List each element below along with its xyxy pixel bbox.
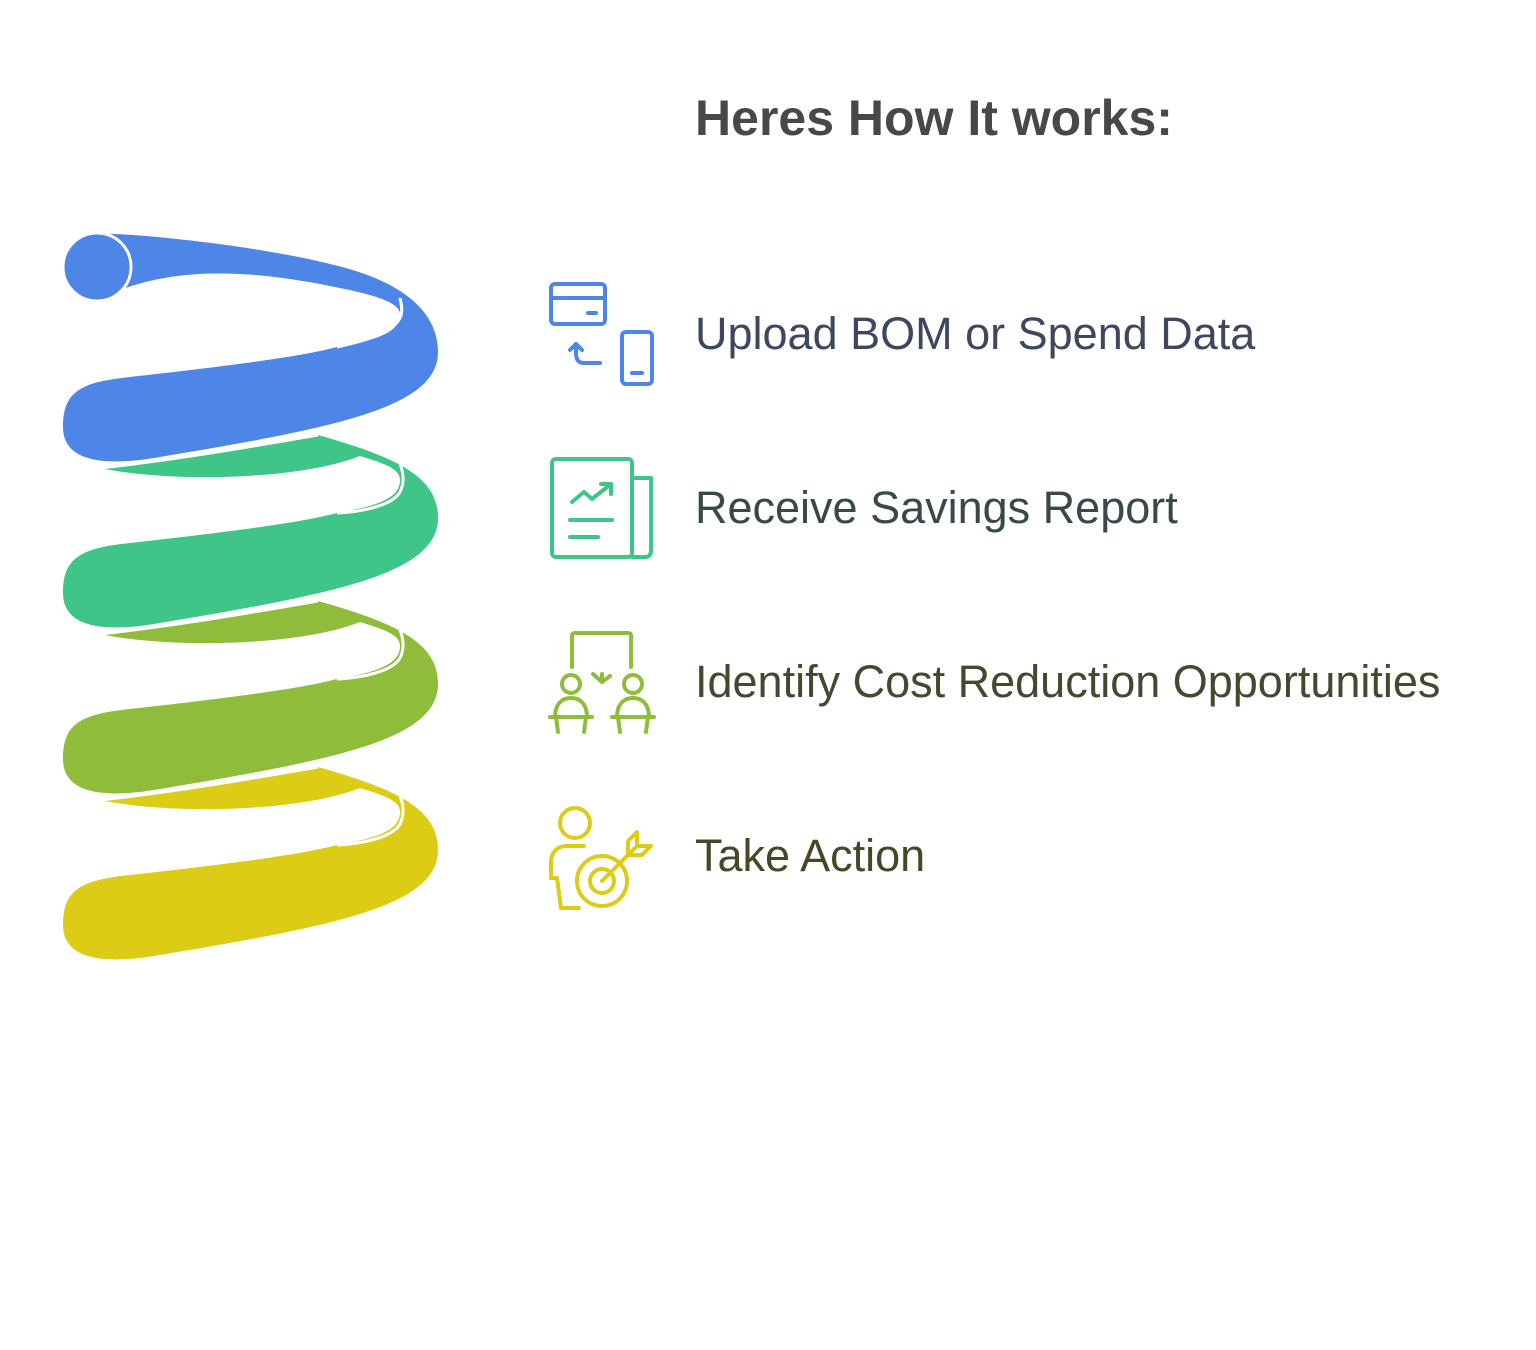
coil-band-green <box>63 435 438 628</box>
card-to-phone-transfer-icon <box>540 274 664 394</box>
step-label: Take Action <box>695 830 926 881</box>
step-label: Upload BOM or Spend Data <box>695 308 1256 359</box>
step-take-action: Take Action <box>540 796 1520 916</box>
coil-end-cap <box>61 231 133 303</box>
two-people-discussion-icon <box>540 622 664 742</box>
person-target-icon <box>540 796 664 916</box>
spring-coil-graphic <box>61 231 438 960</box>
step-upload-data: Upload BOM or Spend Data <box>540 274 1520 394</box>
coil-band-blue <box>63 233 438 462</box>
step-savings-report: Receive Savings Report <box>540 448 1520 568</box>
trending-report-icon <box>540 448 664 568</box>
step-label: Identify Cost Reduction Opportunities <box>695 656 1441 707</box>
diagram-title: Heres How It works: <box>695 90 1173 146</box>
coil-band-olive <box>63 601 438 794</box>
step-label: Receive Savings Report <box>695 482 1178 533</box>
coil-band-yellow <box>63 767 438 960</box>
step-identify-opportunities: Identify Cost Reduction Opportunities <box>540 622 1520 742</box>
